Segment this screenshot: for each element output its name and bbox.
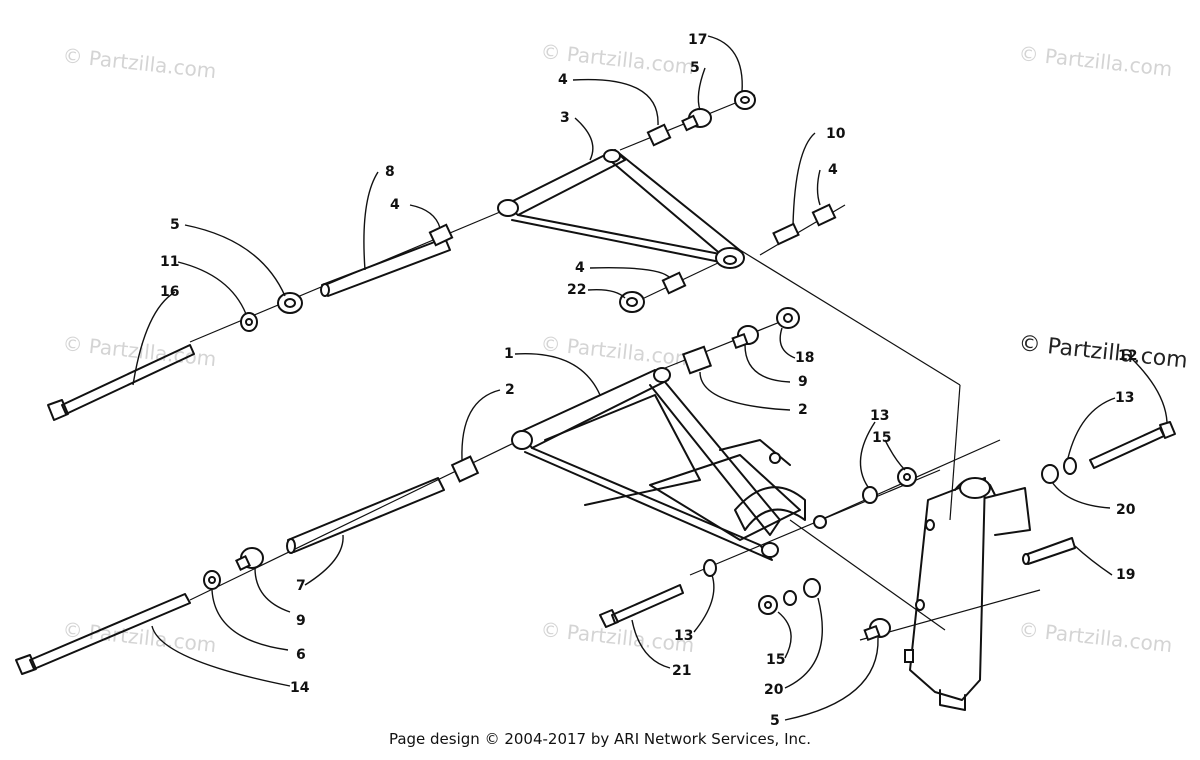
callout-20: 20 — [1116, 502, 1136, 518]
callout-13: 13 — [674, 628, 693, 644]
callout-15: 15 — [872, 430, 891, 446]
flanged-bushing-9-upper — [731, 325, 759, 350]
washer-13-lower — [703, 559, 717, 577]
bushing-2-left — [450, 455, 480, 483]
callout-15: 15 — [766, 652, 785, 668]
lower-arm-assembly — [15, 249, 1176, 711]
callout-2: 2 — [505, 382, 515, 398]
washer-11 — [240, 312, 258, 332]
callout-9: 9 — [296, 613, 306, 629]
bushing-4-lower — [661, 271, 687, 295]
callout-8: 8 — [385, 164, 395, 180]
bolt-16 — [47, 344, 195, 421]
flanged-bushing-5-top — [681, 108, 712, 132]
callouts: 17 4 5 3 10 4 8 4 5 11 16 4 22 1 18 9 2 … — [160, 32, 1137, 729]
callout-7: 7 — [296, 578, 306, 594]
pin-19 — [1022, 537, 1076, 565]
callout-6: 6 — [296, 647, 306, 663]
bolt-12 — [1089, 421, 1176, 469]
bushing-4-top — [646, 123, 672, 147]
callout-4: 4 — [828, 162, 838, 178]
flanged-bushing-5-left — [277, 292, 303, 314]
washer-20-lower — [783, 578, 821, 606]
bushing-2-upper — [681, 345, 713, 375]
callout-5: 5 — [770, 713, 780, 729]
callout-5: 5 — [690, 60, 700, 76]
watermark-prominent: © Partzilla.com — [1017, 331, 1188, 374]
callout-13: 13 — [870, 408, 889, 424]
leader-lines — [132, 35, 1168, 721]
callout-20: 20 — [764, 682, 784, 698]
watermark: © Partzilla.com — [1017, 617, 1173, 657]
washer-6 — [203, 570, 221, 590]
lower-a-arm — [511, 367, 827, 561]
bolt-21 — [599, 584, 684, 628]
callout-4: 4 — [575, 260, 585, 276]
bushing-4-right — [772, 203, 837, 246]
callout-22: 22 — [567, 282, 586, 298]
watermarks: © Partzilla.com © Partzilla.com © Partzi… — [61, 39, 1188, 657]
pivot-sleeve-7 — [286, 477, 445, 554]
callout-3: 3 — [560, 110, 570, 126]
upper-a-arm — [497, 149, 745, 269]
callout-2: 2 — [798, 402, 808, 418]
callout-9: 9 — [798, 374, 808, 390]
callout-13: 13 — [1115, 390, 1134, 406]
bolt-14 — [15, 593, 191, 675]
washer-13-upper — [862, 486, 878, 504]
washer-13-right — [1063, 457, 1077, 475]
watermark: © Partzilla.com — [1017, 41, 1173, 81]
pivot-sleeve-8 — [320, 237, 451, 297]
callout-19: 19 — [1116, 567, 1135, 583]
nut-22 — [619, 291, 645, 313]
bushing-4-left — [428, 223, 454, 247]
callout-1: 1 — [504, 346, 514, 362]
flanged-bushing-5-bottom — [863, 618, 891, 642]
page-footer: Page design © 2004-2017 by ARI Network S… — [388, 730, 812, 748]
watermark: © Partzilla.com — [61, 43, 217, 83]
nut-15-lower — [758, 595, 778, 615]
nut-15-upper — [897, 467, 917, 487]
callout-10: 10 — [826, 126, 846, 142]
lock-nut-17 — [734, 90, 756, 110]
callout-17: 17 — [688, 32, 707, 48]
callout-4: 4 — [558, 72, 568, 88]
spindle-knuckle — [904, 477, 1031, 711]
washer-20-right — [1041, 464, 1059, 484]
callout-16: 16 — [160, 284, 179, 300]
callout-12: 12 — [1118, 348, 1137, 364]
callout-4: 4 — [390, 197, 400, 213]
callout-11: 11 — [160, 254, 179, 270]
flanged-bushing-9-left — [235, 547, 264, 571]
callout-18: 18 — [795, 350, 814, 366]
upper-arm-assembly — [47, 90, 846, 421]
callout-5: 5 — [170, 217, 180, 233]
nut-18 — [776, 307, 800, 329]
callout-14: 14 — [290, 680, 310, 696]
callout-21: 21 — [672, 663, 691, 679]
